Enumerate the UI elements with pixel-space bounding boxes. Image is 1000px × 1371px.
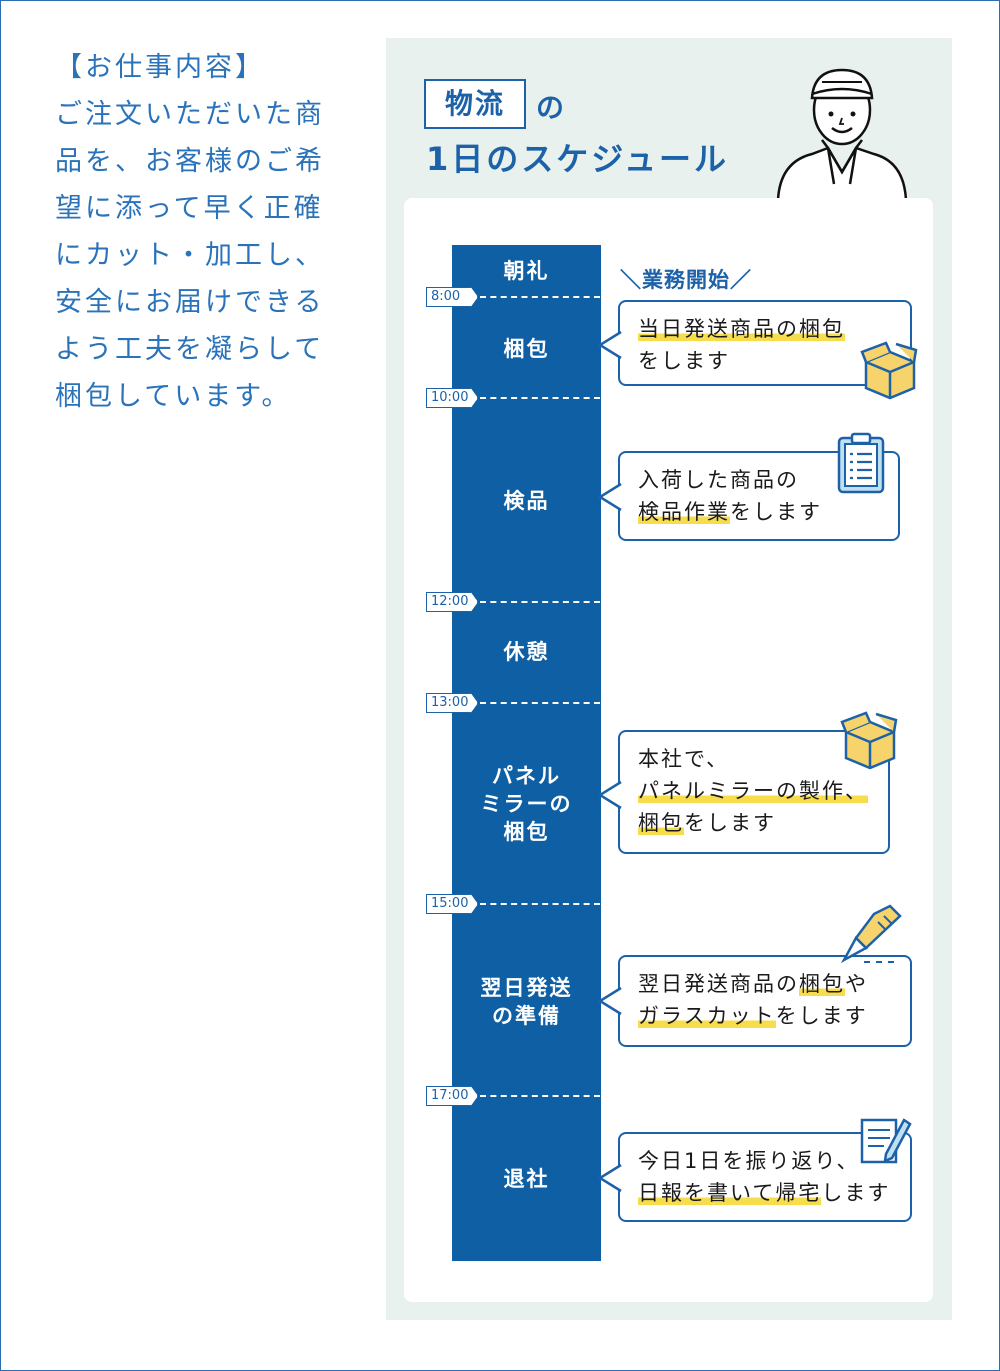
description-line: にカット・加工し、 [55, 240, 325, 271]
bubble-text: 今日1日を振り返り、 [638, 1149, 860, 1173]
worker-illustration [776, 68, 908, 201]
schedule-title-particle: の [536, 91, 565, 124]
block-panel-label: 梱包 [503, 820, 550, 844]
block-morning-meeting: 朝礼 [503, 259, 550, 283]
description-line: 望に添って早く正確 [55, 193, 324, 224]
block-next-day-prep: の準備 [492, 1004, 561, 1028]
clipboard-icon [837, 432, 885, 494]
box-cutter-icon [840, 904, 902, 964]
time-tag: 13:00 [426, 693, 478, 713]
bubble-text: 検品作業 [638, 500, 730, 524]
time-dash [480, 903, 600, 905]
description-line: 安全にお届けできる [55, 287, 325, 318]
time-dash [480, 702, 600, 704]
bubble-text: をします [730, 500, 822, 524]
timeline-bar [452, 245, 601, 1261]
description-line: ご注文いただいた商 [55, 99, 325, 130]
bubble-tail [598, 780, 622, 810]
time-tag: 17:00 [426, 1086, 478, 1106]
block-panel-label: パネル [492, 764, 561, 788]
bubble-text: 梱包 [638, 811, 684, 835]
cardboard-box-icon [860, 341, 918, 400]
bubble-text: をします [775, 1004, 868, 1028]
work-start-note: ＼業務開始／ [620, 268, 752, 292]
bubble-text: 入荷した商品の [638, 468, 799, 492]
bubble-text: 日報を書いて帰宅 [638, 1181, 822, 1205]
bubble-text: 当日発送商品の梱包 [638, 317, 845, 341]
description-line: よう工夫を凝らして [55, 334, 325, 365]
bubble-text: 梱包 [799, 972, 845, 996]
cardboard-box-icon [840, 711, 898, 770]
schedule-subtitle: 1日のスケジュール [426, 140, 730, 178]
bubble-text: パネルミラーの製作、 [638, 779, 868, 803]
bubble-text: 本社で、 [638, 747, 730, 771]
description-line: 梱包しています。 [55, 381, 292, 412]
bubble-text: します [821, 1181, 891, 1205]
description-line: 品を、お客様のご希 [55, 146, 325, 177]
time-tag: 8:00 [426, 287, 478, 307]
bubble-text: をします [684, 811, 776, 835]
time-dash [480, 397, 600, 399]
time-tag: 10:00 [426, 388, 478, 408]
block-leave-office: 退社 [503, 1167, 550, 1191]
bubble-next-day-prep: 翌日発送商品の梱包や ガラスカットをします [618, 955, 912, 1047]
block-inspection: 検品 [503, 489, 550, 513]
bubble-panel-mirror: 本社で、 パネルミラーの製作、 梱包をします [618, 730, 890, 854]
job-description: 【お仕事内容】 ご注文いただいた商 品を、お客様のご希 望に添って早く正確 にカ… [55, 44, 355, 420]
document-pen-icon [860, 1118, 912, 1164]
bubble-text: をします [638, 349, 730, 373]
bubble-tail [598, 986, 622, 1016]
bubble-tail [598, 482, 622, 512]
description-line: 【お仕事内容】 [55, 52, 265, 83]
block-packing: 梱包 [503, 337, 550, 361]
bubble-text: や [845, 972, 868, 996]
time-dash [480, 1095, 600, 1097]
bubble-text: ガラスカット [638, 1004, 776, 1028]
time-tag: 12:00 [426, 592, 478, 612]
time-dash [480, 601, 600, 603]
block-next-day-prep: 翌日発送 [480, 976, 573, 1000]
schedule-title-box: 物流 [424, 79, 526, 129]
bubble-text: 翌日発送商品の [638, 972, 799, 996]
block-break: 休憩 [503, 640, 550, 664]
bubble-tail [598, 1163, 622, 1193]
time-tag: 15:00 [426, 894, 478, 914]
time-dash [480, 296, 600, 298]
block-panel-label: ミラーの [480, 792, 573, 816]
bubble-tail [598, 330, 622, 360]
bubble-same-day-packing: 当日発送商品の梱包 をします [618, 300, 912, 386]
